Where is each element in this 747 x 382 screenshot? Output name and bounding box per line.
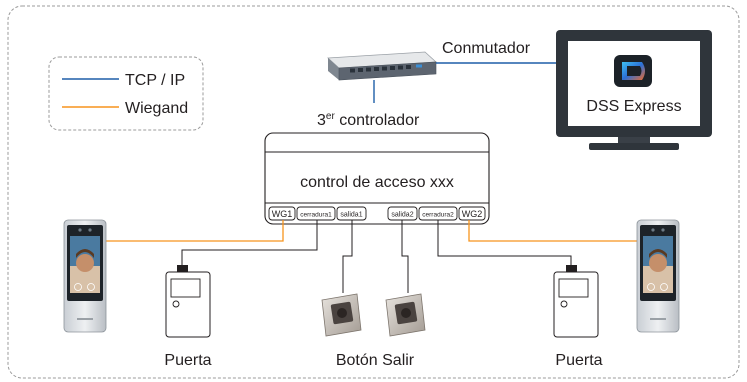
exit-button-label: Botón Salir [336, 352, 415, 369]
door-right [553, 265, 599, 338]
port-wg1-label: WG1 [272, 209, 293, 219]
legend: TCP / IP Wiegand [48, 56, 204, 131]
network-switch [327, 51, 437, 81]
monitor-app-name: DSS Express [586, 98, 681, 115]
port-wg2 [458, 206, 486, 221]
port-cerradura1 [296, 206, 336, 221]
door-right-label: Puerta [555, 352, 602, 369]
wire-exit-right [401, 220, 409, 293]
door-left-label: Puerta [164, 352, 211, 369]
controller-title: control de acceso xxx [300, 174, 454, 191]
monitor: DSS Express [556, 30, 712, 150]
port-wg2-label: WG2 [462, 209, 483, 219]
door-left [165, 265, 211, 338]
port-salida2-label: salida2 [391, 212, 413, 219]
switch-label: Conmutador [442, 40, 531, 57]
port-wg1 [268, 206, 296, 221]
port-cerradura2-label: cerradura2 [422, 212, 454, 219]
wire-lock-right [437, 220, 572, 265]
legend-tcp-label: TCP / IP [125, 72, 185, 89]
wiegand-line-right [468, 220, 643, 242]
legend-wiegand-label: Wiegand [125, 100, 188, 117]
wire-lock-left [181, 220, 318, 265]
door-lock-left [177, 265, 188, 272]
exit-button-right [385, 293, 426, 337]
port-cerradura1-label: cerradura1 [300, 212, 332, 219]
legend-box [48, 56, 204, 131]
wire-exit-left [342, 220, 353, 293]
face-reader-left [63, 219, 107, 333]
outer-frame [7, 5, 740, 379]
face-reader-right [636, 219, 680, 333]
exit-button-left [321, 293, 362, 337]
port-salida1-label: salida1 [340, 212, 362, 219]
wiegand-line-left [105, 220, 284, 242]
door-lock-right [566, 265, 577, 272]
third-party-controller-label: 3er controlador [317, 111, 420, 129]
dss-express-logo-icon [614, 55, 652, 87]
access-controller: control de acceso xxx WG1 cerradura1 sal… [264, 132, 490, 225]
